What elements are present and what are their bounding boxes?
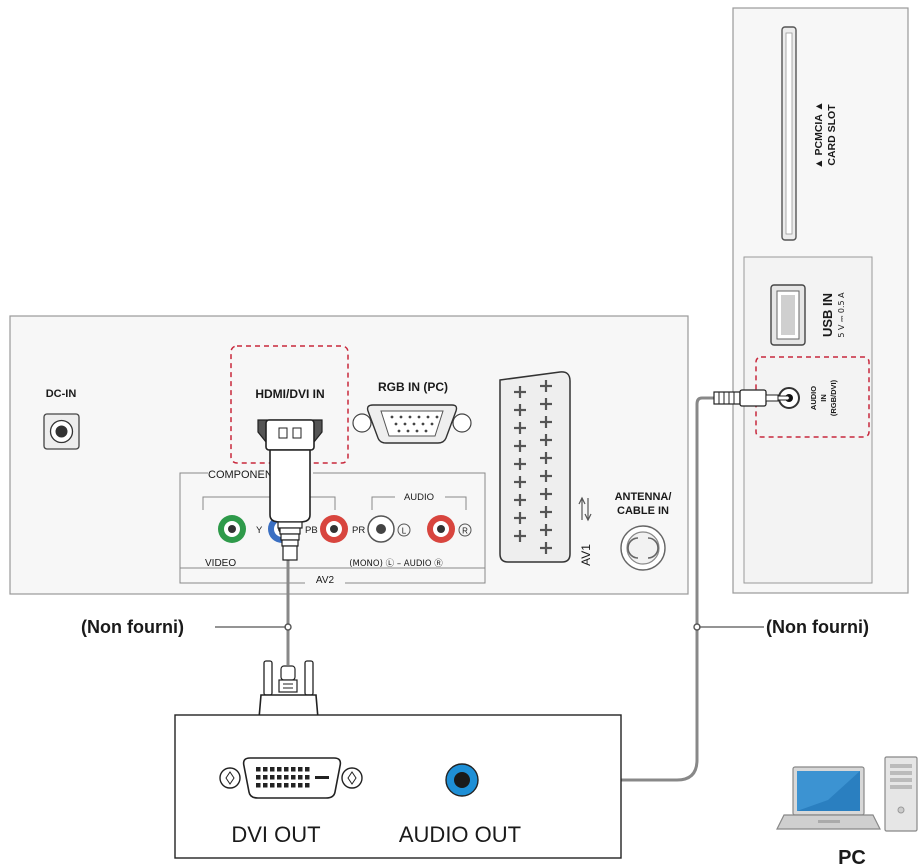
video-label: VIDEO [205, 558, 236, 569]
pc-output-panel: DVI OUT AUDIO OUT [174, 714, 622, 859]
svg-text:R: R [462, 527, 468, 536]
dvi-out-port [219, 757, 363, 799]
svg-text:PR: PR [352, 525, 365, 536]
jack-audio-r [427, 515, 455, 543]
laptop-icon [776, 766, 881, 830]
left-cable-note: (Non fourni) [81, 617, 184, 637]
svg-text:(RGB/DVI): (RGB/DVI) [829, 379, 838, 416]
cable-in-label: CABLE IN [617, 505, 669, 517]
usb-in-label: USB IN [820, 293, 835, 337]
tv-panel-frame [9, 315, 689, 595]
right-cable-note: (Non fourni) [766, 617, 869, 637]
tv-panel: DC-IN HDMI/DVI IN RGB IN (PC) [9, 315, 689, 595]
dc-in-label: DC-IN [46, 388, 77, 400]
antenna-label: ANTENNA/ [615, 491, 672, 503]
rgb-port [352, 404, 472, 444]
pc-label: PC [838, 847, 866, 867]
svg-text:PB: PB [305, 525, 318, 536]
av1-label: AV1 [579, 544, 593, 566]
jack-y [218, 515, 246, 543]
desktop-tower-icon [884, 756, 918, 832]
dvi-out-label: DVI OUT [231, 822, 320, 847]
rgb-in-label: RGB IN (PC) [378, 380, 448, 394]
hdmi-dvi-in-label: HDMI/DVI IN [255, 387, 324, 401]
audio-group-label: AUDIO [404, 492, 434, 503]
av2-label: AV2 [316, 575, 335, 586]
svg-text:Y: Y [256, 525, 263, 536]
card-slot-label: CARD SLOT [826, 104, 838, 166]
audio-in-label: AUDIO [809, 386, 818, 410]
mono-audio-label: (MONO) Ⓛ – AUDIO Ⓡ [349, 559, 443, 569]
scart-arrows-icon [578, 496, 592, 522]
usb-audio-subpanel [743, 256, 873, 584]
jack-audio-l [367, 515, 395, 543]
scart-port [499, 371, 571, 563]
audio-out-label: AUDIO OUT [399, 822, 521, 847]
svg-text:L: L [402, 527, 407, 536]
audio-out-port [445, 763, 479, 797]
antenna-port [620, 525, 666, 571]
usb-power-label: 5 V ⎓ 0.5 A [837, 292, 846, 338]
jack-pr [320, 515, 348, 543]
svg-text:IN: IN [819, 394, 828, 402]
side-panel: ▲ PCMCIA ▲ CARD SLOT USB IN 5 V ⎓ 0.5 A … [732, 7, 909, 594]
pcmcia-label: ▲ PCMCIA ▲ [813, 101, 825, 169]
